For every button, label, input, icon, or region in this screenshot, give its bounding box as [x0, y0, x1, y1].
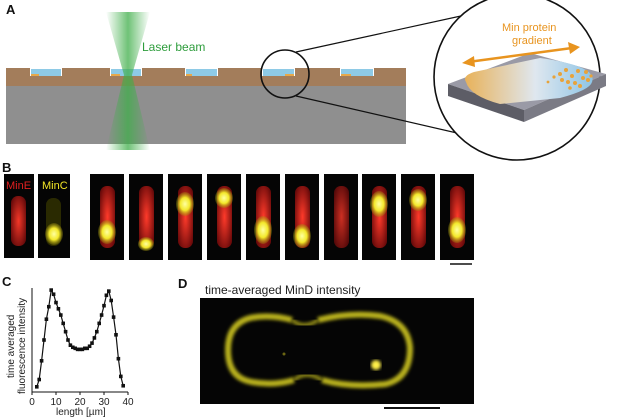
data-point: [59, 313, 63, 317]
zoom-source-circle: [260, 49, 310, 99]
data-point: [44, 317, 49, 321]
data-point: [116, 356, 121, 361]
laser-beam: [106, 12, 150, 150]
data-point: [104, 293, 109, 298]
data-point: [109, 298, 113, 303]
data-point: [78, 347, 82, 352]
data-point: [73, 346, 77, 351]
data-point: [47, 304, 51, 309]
x-tick-label: 40: [122, 397, 134, 408]
data-point: [114, 333, 118, 337]
data-point: [68, 343, 73, 347]
panel-b-letter: B: [2, 160, 12, 175]
protein-dots: [546, 68, 593, 90]
x-tick-label: 20: [74, 397, 86, 408]
panel-a-schematic: [6, 0, 606, 161]
minc-label: MinC: [42, 180, 68, 192]
profile-line: [36, 288, 124, 387]
data-point: [54, 300, 58, 305]
data-point: [87, 344, 92, 349]
data-point: [83, 346, 87, 351]
mind-cell-image: [224, 311, 414, 389]
data-point: [63, 329, 68, 334]
scale-bar-d: [384, 407, 440, 409]
data-point: [107, 289, 111, 293]
data-point: [90, 341, 94, 345]
panel-d-letter: D: [178, 276, 188, 291]
substrate: [6, 86, 406, 144]
data-point: [99, 313, 104, 317]
data-point: [121, 383, 125, 388]
data-point: [39, 359, 44, 363]
inset-label-line2: gradient: [512, 35, 552, 47]
inset-channel: [465, 58, 593, 104]
data-point: [85, 346, 89, 351]
data-point: [75, 347, 80, 352]
data-point: [97, 321, 101, 326]
ylabel-line2: fluorescence intensity: [17, 298, 28, 394]
data-point: [71, 345, 75, 350]
mind-title: time-averaged MinD intensity: [205, 283, 361, 297]
data-point: [111, 315, 116, 319]
data-point: [61, 321, 65, 326]
intensity-profile-chart: 0 10 20 30 40 time averaged fluorescence int…: [6, 288, 134, 418]
timelapse-frames: [90, 174, 474, 260]
data-point: [95, 329, 99, 334]
mine-label: MinE: [6, 180, 32, 192]
data-point: [42, 338, 46, 342]
inset-label-line1: Min protein: [502, 22, 557, 34]
well-protein: [31, 74, 351, 76]
panel-b-cells: [4, 174, 474, 265]
x-tick-label: 0: [29, 397, 35, 408]
data-point: [51, 292, 56, 297]
data-point: [37, 377, 41, 382]
data-point: [80, 347, 85, 352]
data-point: [35, 385, 39, 389]
data-point: [49, 288, 53, 292]
data-point: [119, 374, 123, 379]
x-tick-label: 10: [50, 397, 62, 408]
x-tick-label: 30: [98, 397, 110, 408]
ylabel-line1: time averaged: [6, 315, 17, 378]
top-layer: [6, 68, 406, 86]
data-point: [66, 338, 70, 342]
xlabel: length [µm]: [56, 407, 106, 418]
laser-beam-label: Laser beam: [142, 40, 206, 54]
data-point: [102, 303, 106, 308]
panel-c-letter: C: [2, 274, 12, 289]
gradient-arrow: [462, 42, 580, 67]
panel-a-letter: A: [6, 2, 16, 17]
data-point: [56, 307, 61, 311]
data-point: [92, 336, 97, 340]
